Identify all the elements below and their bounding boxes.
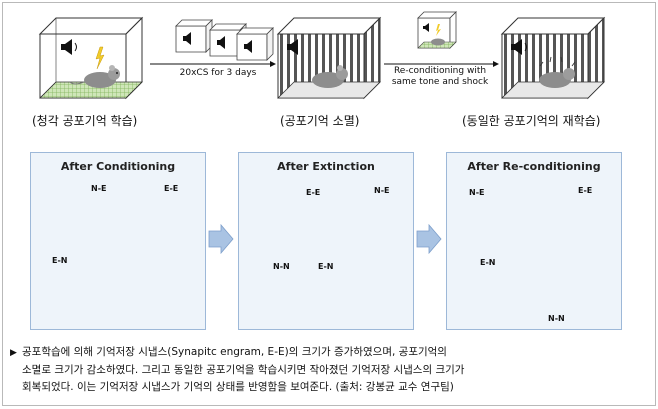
panel-after-conditioning: After Conditioning (30, 152, 206, 330)
panel-after-reconditioning: After Re-conditioning (446, 152, 622, 330)
conditioning-chamber (38, 16, 144, 100)
panel-arrow-1 (208, 223, 234, 255)
synapse-tag: E-N (480, 258, 496, 267)
tone-cards (175, 19, 274, 61)
extinction-protocol-label: 20xCS for 3 days (179, 68, 257, 78)
reconditioning-chamber (500, 16, 606, 100)
synapse-tag: N-E (374, 186, 390, 195)
synapse-tag: N-N (548, 314, 565, 323)
synapse-tag: N-N (273, 262, 290, 271)
panel-arrow-2 (416, 223, 442, 255)
caption-line-1: ▶ 공포학습에 의해 기억저장 시냅스(Synapitc engram, E-E)… (10, 344, 640, 362)
caption-text-1: 공포학습에 의해 기억저장 시냅스(Synapitc engram, E-E)의… (22, 346, 447, 358)
mouse-icon (69, 65, 120, 88)
panel-after-extinction: After Extinction (238, 152, 414, 330)
reconditioning-thumbnail (417, 11, 457, 49)
synapse-tag: E-N (52, 256, 68, 265)
reconditioning-protocol-line2: same tone and shock (391, 77, 489, 87)
synapse-tag: N-E (91, 184, 107, 193)
caption-line-2: 소멸로 크기가 감소하였다. 그리고 동일한 공포기억을 학습시키면 작아졌던 … (10, 362, 640, 379)
speaker-icon (515, 39, 522, 55)
extinction-chamber (276, 16, 382, 100)
synapse-tag: E-E (578, 186, 593, 195)
stage-label-reconditioning: (동일한 공포기억의 재학습) (462, 114, 601, 128)
synapse-tag: E-E (306, 188, 321, 197)
synapse-tag: E-E (164, 184, 179, 193)
stage-label-conditioning: (청각 공포기억 학습) (32, 114, 138, 128)
speaker-icon (61, 39, 77, 55)
reconditioning-protocol-label: Re-conditioning with same tone and shock (384, 66, 496, 88)
caption-line-3: 회복되었다. 이는 기억저장 시냅스가 기억의 상태를 반영함을 보여준다. (… (10, 379, 640, 396)
speaker-icon (291, 39, 298, 55)
caption-text-2: 소멸로 크기가 감소하였다. 그리고 동일한 공포기억을 학습시키면 작아졌던 … (22, 364, 465, 376)
panel-title: After Re-conditioning (467, 160, 601, 173)
reconditioning-protocol-line1: Re-conditioning with (393, 66, 487, 76)
panel-title: After Extinction (277, 160, 375, 173)
caption-bullet: ▶ (10, 348, 17, 358)
synapse-tag: E-N (318, 262, 334, 271)
synapse-tag: N-E (469, 188, 485, 197)
panel-title: After Conditioning (60, 160, 176, 173)
shock-bolt-icon (95, 46, 105, 70)
caption-text-3: 회복되었다. 이는 기억저장 시냅스가 기억의 상태를 반영함을 보여준다. (… (22, 381, 454, 393)
stage-label-extinction: (공포기억 소멸) (280, 114, 360, 128)
figure-caption: ▶ 공포학습에 의해 기억저장 시냅스(Synapitc engram, E-E)… (10, 344, 640, 396)
